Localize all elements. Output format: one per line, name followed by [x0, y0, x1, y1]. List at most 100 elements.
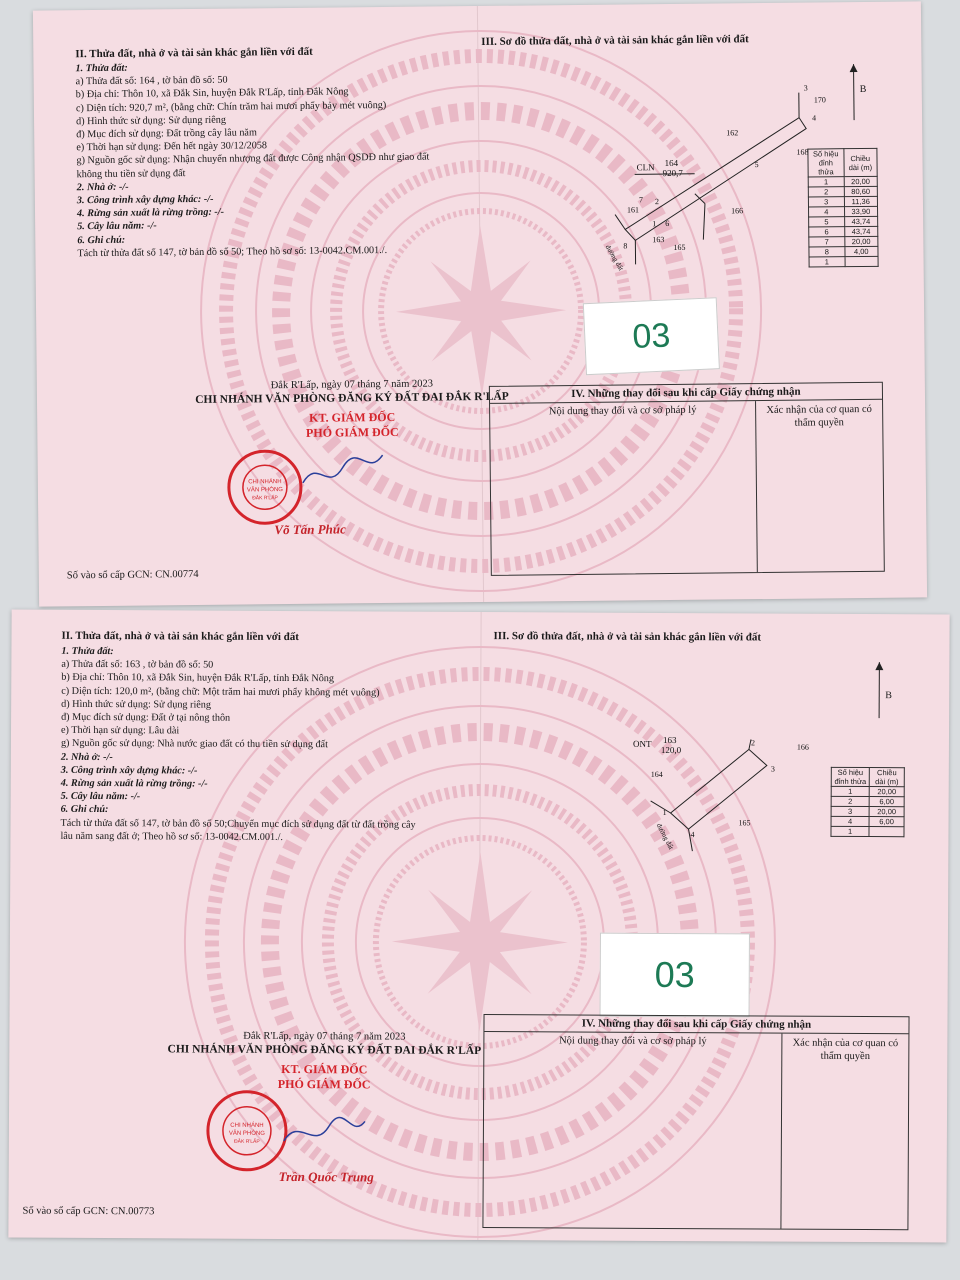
- point-label: 6: [665, 219, 669, 228]
- table-row: 1: [830, 826, 905, 837]
- point-label: 5: [755, 160, 759, 169]
- svg-text:CHI NHÁNH: CHI NHÁNH: [248, 478, 281, 485]
- sign-org: CHI NHÁNH VĂN PHÒNG ĐĂNG KÝ ĐẤT ĐAI ĐẮK …: [195, 390, 509, 406]
- land-line: b) Địa chỉ: Thôn 10, xã Đắk Sin, huyện Đ…: [61, 672, 335, 685]
- section-ii-title: II. Thửa đất, nhà ở và tài sản khác gắn …: [61, 629, 299, 644]
- sign-kt: KT. GIÁM ĐỐC: [281, 1061, 368, 1077]
- section-iii-title: III. Sơ đồ thửa đất, nhà ở và tài sản kh…: [481, 33, 749, 48]
- col-content: Nội dung thay đổi và cơ sở pháp lý: [483, 1032, 783, 1229]
- signer-name: Trần Quốc Trung: [278, 1168, 374, 1185]
- sign-date: Đắk R'Lấp, ngày 07 tháng 7 năm 2023: [243, 1030, 406, 1043]
- point-label: 3: [771, 765, 775, 774]
- changes-table: IV. Những thay đổi sau khi cấp Giấy chứn…: [482, 1014, 910, 1231]
- certificate-page-top: II. Thửa đất, nhà ở và tài sản khác gắn …: [32, 1, 928, 607]
- signer-name: Võ Tấn Phúc: [274, 521, 346, 538]
- fold-line: [477, 612, 482, 1241]
- svg-text:ĐẮK R'LẤP: ĐẮK R'LẤP: [252, 493, 278, 501]
- sign-date: Đắk R'Lấp, ngày 07 tháng 7 năm 2023: [270, 378, 434, 392]
- table-header: Số hiệu đỉnh thửa: [807, 148, 844, 178]
- note-line: lâu năm sang đất ở; Theo hồ sơ số: 13-00…: [60, 830, 284, 843]
- parcel-area: 920,7: [663, 168, 684, 178]
- road-label: đường đất: [604, 244, 625, 272]
- card-number: 03: [654, 953, 695, 996]
- neighbor-label: 166: [731, 206, 743, 215]
- svg-text:CHI NHÁNH: CHI NHÁNH: [230, 1122, 263, 1129]
- point-label: 2: [655, 197, 659, 206]
- perennial-item: 5. Cây lâu năm: -/-: [60, 791, 141, 803]
- number-card: 03: [582, 297, 720, 376]
- point-label: 1: [663, 808, 667, 817]
- north-label: B: [859, 83, 867, 96]
- point-label: 3: [804, 84, 808, 93]
- neighbor-label: 170: [814, 95, 826, 104]
- svg-text:ĐẮK R'LẤP: ĐẮK R'LẤP: [234, 1137, 260, 1145]
- parcel-number: 163: [663, 735, 677, 745]
- svg-text:VĂN PHÒNG: VĂN PHÒNG: [229, 1130, 265, 1137]
- neighbor-label: 164: [651, 770, 663, 779]
- table-row: 1: [809, 256, 879, 268]
- road-label: đường đất: [655, 822, 675, 851]
- point-label: 1: [652, 219, 656, 228]
- north-label: B: [885, 690, 892, 702]
- point-label: 4: [812, 113, 816, 122]
- sign-org: CHI NHÁNH VĂN PHÒNG ĐĂNG KÝ ĐẤT ĐAI ĐẮK …: [167, 1043, 482, 1058]
- parcel-type: ONT: [633, 739, 652, 749]
- changes-title: IV. Những thay đổi sau khi cấp Giấy chứn…: [484, 1015, 909, 1035]
- point-label: 4: [690, 830, 694, 839]
- neighbor-label: 161: [627, 205, 639, 214]
- table-header: Chiều dài (m): [869, 767, 905, 787]
- col-authority: Xác nhận của cơ quan có thẩm quyền: [766, 403, 872, 429]
- neighbor-label: 163: [652, 235, 664, 244]
- serial-number: Số vào sổ cấp GCN: CN.00773: [22, 1205, 155, 1218]
- point-label: 2: [751, 738, 755, 747]
- neighbor-label: 166: [797, 743, 809, 752]
- number-card: 03: [599, 932, 750, 1018]
- section-iii-title: III. Sơ đồ thửa đất, nhà ở và tài sản kh…: [493, 630, 762, 644]
- seal-stamp-icon: CHI NHÁNH VĂN PHÒNG ĐẮK R'LẤP: [206, 1090, 288, 1172]
- serial-number: Số vào sổ cấp GCN: CN.00774: [66, 568, 199, 582]
- parcel-area: 120,0: [661, 745, 682, 755]
- sign-title: PHÓ GIÁM ĐỐC: [305, 424, 399, 440]
- signature-block: Đắk R'Lấp, ngày 07 tháng 7 năm 2023 CHI …: [159, 1030, 489, 1093]
- svg-text:VĂN PHÒNG: VĂN PHÒNG: [247, 486, 283, 493]
- note-line: Tách từ thửa đất số 147, tờ bản đồ số 50…: [77, 244, 388, 260]
- table-header: Chiều dài (m): [843, 148, 878, 177]
- parcel-diagram: 3 4 5 7 6 1 8 2 170 162 168 161 163 165 …: [604, 84, 826, 273]
- signature-scribble: [302, 454, 384, 484]
- section-ii-title: II. Thửa đất, nhà ở và tài sản khác gắn …: [75, 45, 313, 61]
- parcel-diagram: 2 3 1 4 166 164 165 ONT 163 120,0 đường …: [633, 735, 809, 852]
- neighbor-label: 165: [739, 818, 751, 827]
- point-label: 8: [623, 241, 627, 250]
- neighbor-label: 168: [796, 148, 808, 157]
- parcel-type: CLN: [637, 162, 656, 172]
- certificate-page-bottom: II. Thửa đất, nhà ở và tài sản khác gắn …: [8, 609, 950, 1243]
- land-details: 1. Thửa đất: a) Thửa đất số: 163 , tờ bả…: [60, 645, 416, 845]
- col-authority: Xác nhận của cơ quan có thẩm quyền: [792, 1037, 899, 1063]
- neighbor-label: 162: [726, 128, 738, 137]
- parcel-number: 164: [664, 158, 678, 168]
- point-label: 7: [639, 195, 643, 204]
- signature-block: Đắk R'Lấp, ngày 07 tháng 7 năm 2023 CHI …: [187, 378, 518, 442]
- north-arrow-icon: B: [871, 660, 892, 723]
- table-header: Số hiệu đỉnh thửa: [831, 767, 870, 787]
- col-content: Nội dung thay đổi và cơ sở pháp lý: [490, 401, 758, 575]
- card-number: 03: [631, 315, 672, 356]
- land-details: 1. Thửa đất: a) Thửa đất số: 164 , tờ bả…: [75, 59, 430, 261]
- changes-table: IV. Những thay đổi sau khi cấp Giấy chứn…: [488, 381, 885, 576]
- north-arrow-icon: B: [845, 62, 867, 125]
- neighbor-label: 165: [673, 243, 685, 252]
